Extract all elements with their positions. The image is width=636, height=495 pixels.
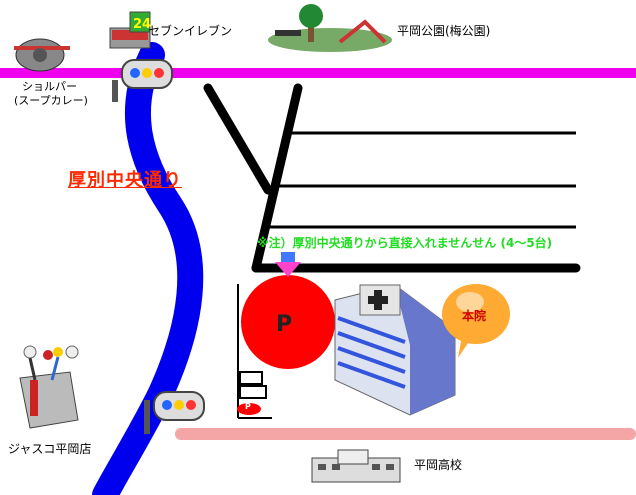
seven-eleven-icon [109, 11, 151, 49]
seven-eleven-label: セブンイレブン [148, 24, 233, 38]
bottom-road [175, 428, 636, 440]
high-school-label: 平岡高校 [414, 458, 463, 472]
main-road [92, 42, 204, 495]
shorupa-sub-label: (スープカレー) [14, 94, 88, 107]
main-building-bubble [442, 284, 510, 358]
down-arrow-icon [275, 252, 301, 277]
side-streets [203, 83, 581, 273]
thin-streets [262, 131, 576, 229]
top-road [0, 68, 636, 78]
park-icon [268, 4, 392, 52]
parking-lot-outline [237, 284, 272, 419]
small-parking-label: P [245, 402, 251, 411]
jusco-store-icon [19, 345, 79, 429]
traffic-light-icon [112, 59, 173, 102]
parking-label: P [276, 312, 293, 337]
high-school-icon [311, 449, 401, 483]
parking-note: ※注）厚別中央通りから直接入れませんせん (4～5台) [257, 236, 553, 250]
small-parking-icon [237, 403, 261, 415]
main-building-label: 本院 [462, 309, 487, 323]
hiraoka-park-label: 平岡公園(梅公園) [397, 24, 491, 38]
jusco-label: ジャスコ平岡店 [8, 442, 92, 456]
restaurant-icon [14, 38, 70, 72]
traffic-light-icon [144, 391, 205, 434]
parking-icon [241, 275, 335, 369]
shorupa-label: ショルパー [22, 80, 77, 93]
road-name-label: 厚別中央通り [68, 170, 182, 191]
seven-eleven-badge: 24 [133, 17, 151, 32]
hospital-building-icon [334, 284, 456, 416]
